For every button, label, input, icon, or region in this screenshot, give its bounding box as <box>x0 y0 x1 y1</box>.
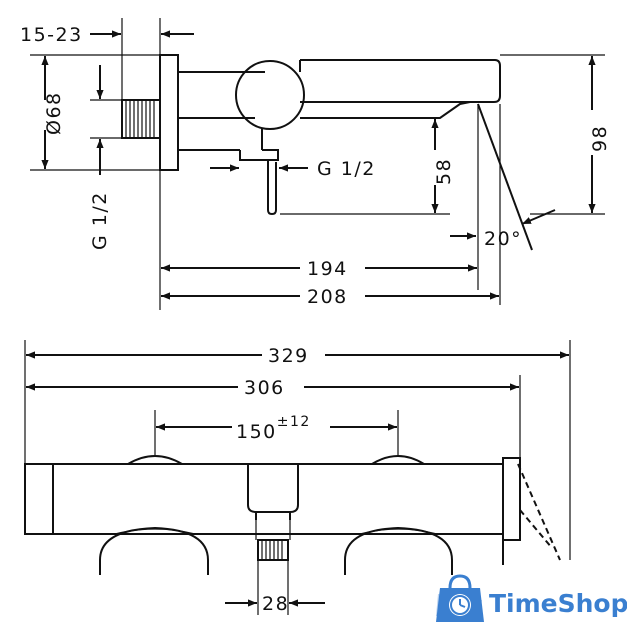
dim-329: 329 <box>24 340 571 560</box>
handle-circle <box>235 60 305 130</box>
dim-28: 28 <box>225 560 325 615</box>
timeshop-logo[interactable]: TimeShop <box>436 574 627 622</box>
handle-left-bottom <box>99 526 209 575</box>
spout-angle-line <box>477 103 533 251</box>
side-view <box>121 54 533 305</box>
mixer-body-side <box>178 59 501 119</box>
handle-right-bottom <box>344 526 453 575</box>
dim-58: 58 <box>280 119 455 215</box>
dim-194: 194 <box>159 170 477 310</box>
wall-plate <box>159 54 179 171</box>
handle-left-top <box>127 455 183 465</box>
hose-lines <box>517 463 561 561</box>
spout-front <box>502 457 521 541</box>
dim-208: 208 <box>161 286 499 308</box>
mixer-body-front <box>52 463 504 535</box>
label-g12-right: G 1/2 <box>317 158 376 180</box>
dim-98: 98 <box>500 54 611 215</box>
label-68: Ø68 <box>43 91 65 135</box>
label-20deg: 20° <box>484 228 522 250</box>
dim-20deg: 20° <box>450 209 556 250</box>
label-194: 194 <box>307 258 348 280</box>
dim-g12-right: G 1/2 <box>210 158 376 180</box>
diverter-front <box>247 464 299 513</box>
label-98: 98 <box>589 125 611 152</box>
label-150-tolerance: ±12 <box>277 414 311 430</box>
dim-g12-left: G 1/2 <box>89 65 122 250</box>
dim-150: 150±12 <box>154 410 399 455</box>
end-cap-left <box>24 463 54 535</box>
label-306: 306 <box>244 377 285 399</box>
dim-306: 306 <box>26 375 521 458</box>
dim-68: Ø68 <box>30 54 160 171</box>
logo-text: TimeShop <box>489 589 627 618</box>
dim-15-23: 15-23 <box>20 18 194 100</box>
diverter-lever <box>239 149 279 216</box>
shopping-bag-clock-icon <box>436 574 484 622</box>
label-g12-left: G 1/2 <box>89 191 111 250</box>
handle-right-top <box>371 455 425 465</box>
front-view <box>24 455 561 575</box>
label-150-value: 150 <box>236 421 277 443</box>
label-28: 28 <box>262 593 289 615</box>
label-15-23: 15-23 <box>20 24 83 46</box>
label-150: 150±12 <box>236 414 311 443</box>
center-connector <box>257 539 289 561</box>
threaded-connector <box>121 99 161 139</box>
label-329: 329 <box>268 345 309 367</box>
label-208: 208 <box>307 286 348 308</box>
label-58: 58 <box>433 158 455 185</box>
